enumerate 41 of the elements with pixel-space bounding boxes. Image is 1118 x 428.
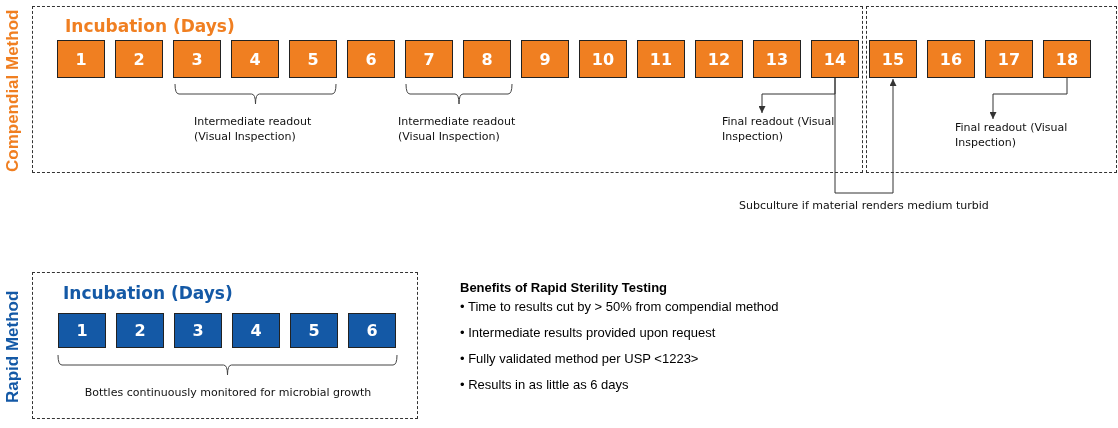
section-heading: Compendial Method	[3, 8, 23, 174]
day-box: 15	[869, 40, 917, 78]
bracket-note: Intermediate readout (Visual Inspection)	[398, 114, 517, 144]
readout-note: Final readout (Visual Inspection)	[722, 114, 857, 144]
day-box: 1	[58, 313, 106, 348]
bullet-item: • Results in as little as 6 days	[460, 377, 630, 392]
panel-title: Incubation (Days)	[65, 16, 235, 36]
day-box: 5	[290, 313, 338, 348]
day-box: 13	[753, 40, 801, 78]
section-heading: Rapid Method	[3, 289, 23, 405]
day-box: 1	[57, 40, 105, 78]
readout-note: Final readout (Visual Inspection)	[955, 120, 1090, 150]
bracket-note: Bottles continuously monitored for microbial growth	[83, 385, 373, 400]
day-box: 12	[695, 40, 743, 78]
benefits-heading: Benefits of Rapid Sterility Testing	[460, 280, 668, 295]
day-box: 6	[347, 40, 395, 78]
day-box: 14	[811, 40, 859, 78]
day-box: 4	[231, 40, 279, 78]
arrow	[834, 77, 897, 194]
day-box: 8	[463, 40, 511, 78]
day-box: 11	[637, 40, 685, 78]
arrow	[989, 77, 1068, 120]
day-box: 18	[1043, 40, 1091, 78]
bullet-item: • Time to results cut by > 50% from compendial method	[460, 299, 779, 314]
panel-title: Incubation (Days)	[63, 283, 233, 303]
day-box: 17	[985, 40, 1033, 78]
day-box: 9	[521, 40, 569, 78]
day-box: 10	[579, 40, 627, 78]
bullet-item: • Intermediate results provided upon request	[460, 325, 717, 340]
bracket-note: Intermediate readout (Visual Inspection)	[194, 114, 313, 144]
day-box: 2	[115, 40, 163, 78]
day-box: 3	[174, 313, 222, 348]
day-box: 4	[232, 313, 280, 348]
bullet-item: • Fully validated method per USP <1223>	[460, 351, 700, 366]
dashed-panel	[866, 6, 1117, 173]
day-box: 2	[116, 313, 164, 348]
day-box: 16	[927, 40, 975, 78]
day-box: 7	[405, 40, 453, 78]
day-box: 5	[289, 40, 337, 78]
day-box: 6	[348, 313, 396, 348]
day-box: 3	[173, 40, 221, 78]
